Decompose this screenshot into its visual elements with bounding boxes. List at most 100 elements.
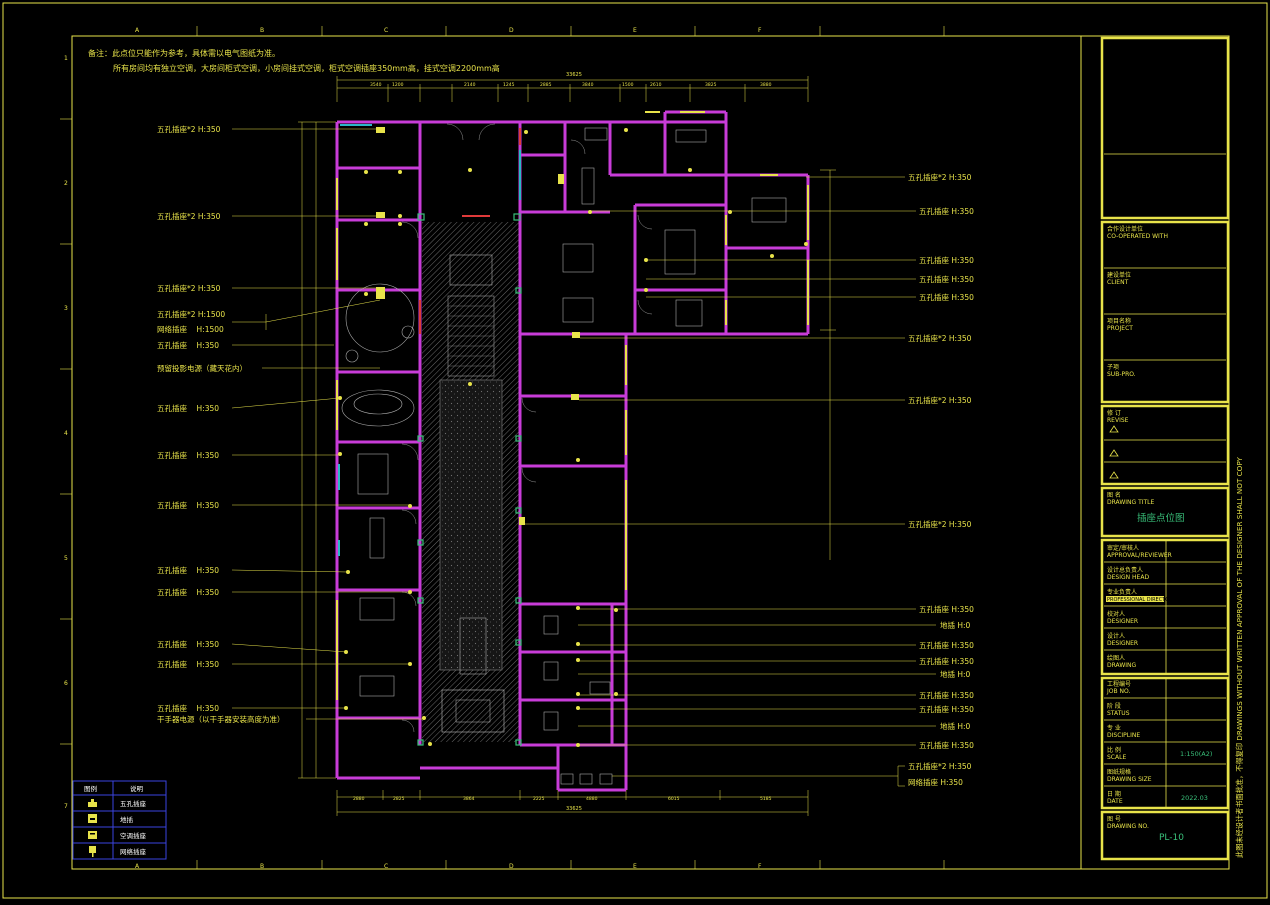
- socket-icon: [88, 799, 97, 807]
- svg-text:子项: 子项: [1107, 364, 1119, 371]
- socket-label: 五孔插座 H:350: [157, 500, 219, 510]
- svg-text:3880: 3880: [760, 82, 772, 88]
- window-marks: [336, 111, 809, 700]
- socket-label: 五孔插座*2 H:350: [157, 283, 221, 293]
- socket-label: 五孔插座 H:350: [919, 292, 974, 302]
- svg-text:校对人: 校对人: [1107, 610, 1125, 618]
- legend-col-desc: 说明: [130, 784, 144, 793]
- legend-label: 地插: [120, 815, 134, 824]
- scale-value: 1:150(A2): [1180, 750, 1212, 758]
- socket-label: 五孔插座 H:350: [157, 403, 219, 413]
- ac-socket-icon: [88, 831, 97, 839]
- dimension-right: [820, 169, 836, 560]
- socket-label: 五孔插座 H:350: [919, 604, 974, 614]
- socket-label: 干手器电源（以干手器安装高度为准）: [157, 714, 285, 724]
- grid-number: 2: [64, 180, 68, 187]
- socket-label: 地插 H:0: [940, 620, 971, 630]
- svg-text:3864: 3864: [463, 796, 475, 802]
- socket-label: 五孔插座 H:350: [919, 740, 974, 750]
- grid-letter: B: [260, 27, 264, 34]
- socket-label: 五孔插座 H:350: [919, 274, 974, 284]
- socket-label: 五孔插座 H:350: [919, 640, 974, 650]
- svg-text:3540: 3540: [370, 82, 382, 88]
- door-swings: [401, 123, 653, 733]
- socket-label: 五孔插座 H:350: [157, 340, 219, 350]
- svg-text:阶 段: 阶 段: [1107, 702, 1121, 710]
- grid-letter: A: [135, 863, 140, 870]
- grid-letter: F: [758, 863, 762, 870]
- svg-text:2880: 2880: [353, 796, 365, 802]
- grid-letter: F: [758, 27, 762, 34]
- dimension-left: [298, 121, 336, 779]
- socket-label: 五孔插座 H:350: [919, 255, 974, 265]
- svg-text:比 例: 比 例: [1107, 746, 1121, 754]
- grid-letter: E: [633, 27, 637, 34]
- legend-label: 网络插座: [120, 847, 147, 856]
- svg-text:6015: 6015: [668, 796, 680, 802]
- grid-letter: A: [135, 27, 140, 34]
- svg-text:4880: 4880: [586, 796, 598, 802]
- title-block: [1100, 36, 1230, 861]
- grid-numbers: 1 2 3 4 5 6 7: [64, 55, 68, 810]
- svg-text:合作设计单位: 合作设计单位: [1107, 225, 1143, 233]
- svg-text:3840: 3840: [582, 82, 594, 88]
- dimension-bottom: [336, 790, 809, 816]
- socket-label: 五孔插座 H:350: [157, 587, 219, 597]
- svg-text:DRAWING NO.: DRAWING NO.: [1107, 823, 1149, 830]
- socket-label: 五孔插座*2 H:350: [908, 395, 972, 405]
- leader-lines-left: [231, 128, 424, 720]
- svg-text:DESIGNER: DESIGNER: [1107, 640, 1138, 647]
- socket-label: 五孔插座*2 H:1500: [157, 309, 225, 319]
- svg-text:2825: 2825: [393, 796, 405, 802]
- svg-text:PROFESSIONAL DIRECTOR: PROFESSIONAL DIRECTOR: [1107, 597, 1173, 603]
- furniture: [341, 127, 787, 785]
- svg-text:修 订: 修 订: [1107, 409, 1121, 417]
- svg-text:DRAWING: DRAWING: [1107, 662, 1137, 669]
- svg-text:设计总负责人: 设计总负责人: [1107, 566, 1143, 574]
- socket-label: 地插 H:0: [940, 669, 971, 679]
- legend-col-icon: 图例: [84, 784, 97, 793]
- svg-text:DRAWING TITLE: DRAWING TITLE: [1107, 499, 1155, 506]
- grid-letter: D: [509, 27, 514, 34]
- svg-text:DRAWING SIZE: DRAWING SIZE: [1107, 776, 1152, 783]
- socket-label: 网络插座 H:350: [908, 777, 963, 787]
- corridor-core: [439, 379, 503, 671]
- windows: [338, 124, 521, 556]
- svg-text:PROJECT: PROJECT: [1107, 325, 1133, 332]
- svg-text:SCALE: SCALE: [1107, 754, 1126, 761]
- svg-text:DESIGNER: DESIGNER: [1107, 618, 1138, 625]
- svg-text:工程编号: 工程编号: [1107, 680, 1131, 688]
- dimension-top-total: 33625: [566, 72, 582, 78]
- socket-label: 五孔插座 H:350: [919, 690, 974, 700]
- svg-text:2140: 2140: [464, 82, 476, 88]
- grid-letter: E: [633, 863, 637, 870]
- grid-letter: C: [384, 863, 388, 870]
- socket-label: 五孔插座 H:350: [157, 450, 219, 460]
- svg-text:专 业: 专 业: [1107, 724, 1121, 732]
- columns: [417, 213, 522, 746]
- svg-text:DISCIPLINE: DISCIPLINE: [1107, 732, 1140, 739]
- dimension-top: [336, 76, 809, 102]
- socket-label: 五孔插座*2 H:350: [908, 519, 972, 529]
- leader-lines-right: [525, 176, 936, 787]
- socket-label: 网络插座 H:1500: [157, 324, 224, 334]
- grid-number: 7: [64, 803, 68, 810]
- socket-label: 五孔插座*2 H:350: [908, 333, 972, 343]
- floor-plan: [335, 110, 810, 792]
- svg-text:DATE: DATE: [1107, 798, 1123, 805]
- svg-text:1200: 1200: [392, 82, 404, 88]
- svg-text:2610: 2610: [650, 82, 662, 88]
- svg-text:图纸规格: 图纸规格: [1107, 768, 1131, 776]
- svg-text:JOB NO.: JOB NO.: [1106, 688, 1130, 695]
- revision-triangle-icon: [1109, 425, 1119, 479]
- grid-number: 6: [64, 680, 68, 687]
- svg-text:5185: 5185: [760, 796, 772, 802]
- grid-letter: C: [384, 27, 388, 34]
- socket-label: 地插 H:0: [940, 721, 971, 731]
- floor-socket-icon: [88, 814, 97, 823]
- svg-text:2885: 2885: [540, 82, 552, 88]
- grid-letter: D: [509, 863, 514, 870]
- right-labels: 五孔插座*2 H:350 五孔插座 H:350 五孔插座 H:350 五孔插座 …: [908, 172, 974, 787]
